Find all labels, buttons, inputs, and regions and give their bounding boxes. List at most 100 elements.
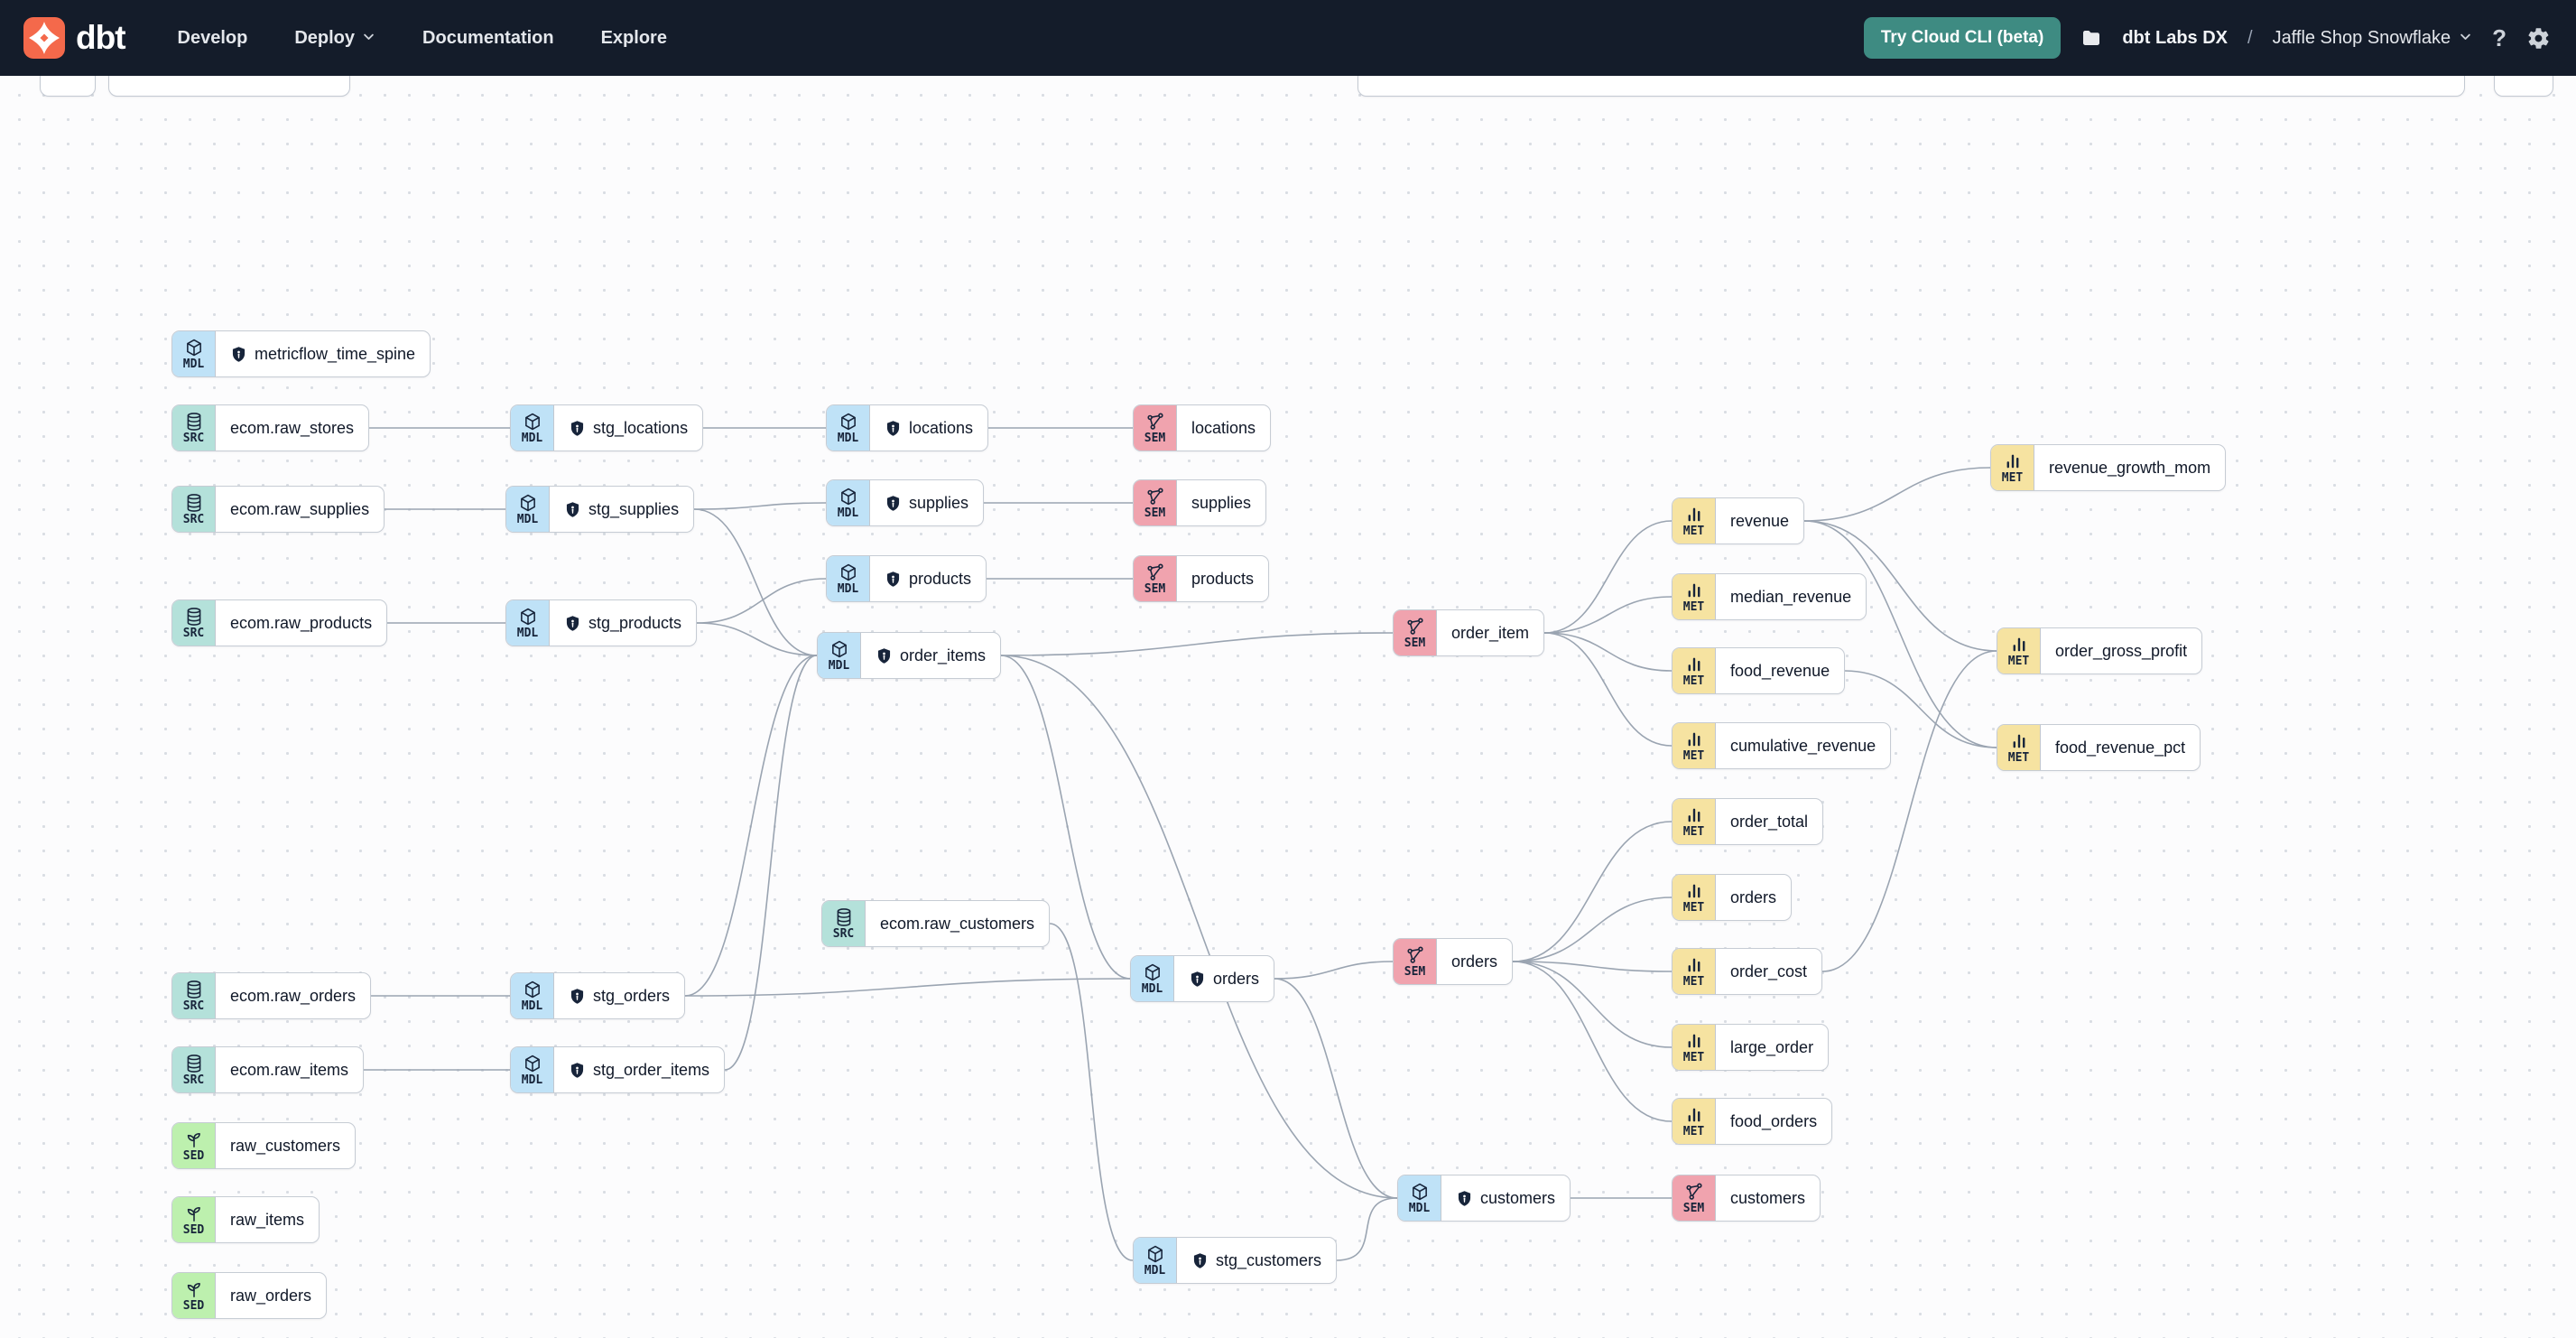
graph-node-seed_raw_orders[interactable]: SED raw_orders <box>171 1272 328 1319</box>
node-name: ecom.raw_orders <box>230 986 357 1005</box>
node-body: ecom.raw_orders <box>216 973 370 1018</box>
menu-item-deploy[interactable]: Deploy <box>294 28 375 49</box>
seed-sprout-icon <box>184 1129 204 1149</box>
graph-node-stg_supplies[interactable]: MDL stg_supplies <box>505 486 695 533</box>
node-name: orders <box>1213 969 1260 988</box>
node-type-badge: SED <box>172 1273 216 1318</box>
model-cube-icon <box>523 980 542 999</box>
node-type-badge: MDL <box>818 633 861 678</box>
node-type-label: SEM <box>1404 964 1426 979</box>
database-icon <box>184 980 204 999</box>
gear-icon[interactable] <box>2526 26 2551 51</box>
node-body: stg_order_items <box>554 1047 724 1092</box>
node-body: raw_orders <box>216 1273 326 1318</box>
graph-node-met_food_revenue_pct[interactable]: MET food_revenue_pct <box>1997 724 2201 771</box>
node-body: cumulative_revenue <box>1716 723 1890 768</box>
shield-icon <box>1191 1252 1209 1269</box>
node-type-badge: MDL <box>1134 1238 1177 1283</box>
node-body: orders <box>1174 956 1274 1001</box>
node-name: stg_supplies <box>588 499 680 518</box>
node-name: ecom.raw_items <box>230 1060 349 1079</box>
node-body: food_revenue_pct <box>2041 725 2200 770</box>
node-type-label: MET <box>2007 750 2030 765</box>
main-menu: Develop Deploy Documentation Explore <box>178 28 667 49</box>
node-name: products <box>1191 569 1255 588</box>
node-body: order_items <box>861 633 1000 678</box>
node-type-label: MDL <box>516 512 539 526</box>
node-body: median_revenue <box>1716 574 1866 619</box>
node-type-label: MDL <box>516 626 539 640</box>
dbt-logo[interactable]: dbt <box>23 17 126 59</box>
breadcrumb-separator: / <box>2247 27 2253 48</box>
node-type-badge: SEM <box>1134 480 1177 525</box>
breadcrumb-project-dropdown[interactable]: Jaffle Shop Snowflake <box>2273 28 2473 49</box>
top-navbar: dbt Develop Deploy Documentation Explore… <box>0 0 2576 76</box>
breadcrumb-account[interactable]: dbt Labs DX <box>2122 27 2228 48</box>
node-name: orders <box>1730 887 1777 906</box>
semantic-share-icon <box>1405 945 1425 965</box>
node-type-badge: MET <box>1673 949 1716 994</box>
graph-node-src_raw_orders[interactable]: SRC ecom.raw_orders <box>171 972 372 1019</box>
node-type-label: MDL <box>837 431 859 445</box>
metric-chart-icon <box>2009 635 2029 655</box>
model-cube-icon <box>1143 962 1163 982</box>
node-body: orders <box>1716 875 1791 920</box>
menu-item-documentation[interactable]: Documentation <box>422 27 554 48</box>
node-name: ecom.raw_supplies <box>230 499 370 518</box>
node-name: ecom.raw_products <box>230 613 373 632</box>
menu-item-explore[interactable]: Explore <box>600 27 667 48</box>
node-body: revenue <box>1716 498 1803 544</box>
node-type-label: SRC <box>182 999 205 1013</box>
node-type-badge: SED <box>172 1197 216 1242</box>
node-type-label: MDL <box>521 431 543 445</box>
try-cloud-cli-button[interactable]: Try Cloud CLI (beta) <box>1863 17 2062 59</box>
node-name: large_order <box>1730 1037 1814 1056</box>
node-name: raw_orders <box>230 1286 312 1305</box>
menu-item-develop[interactable]: Develop <box>177 27 248 48</box>
model-cube-icon <box>1145 1244 1165 1264</box>
help-icon[interactable]: ? <box>2492 23 2507 51</box>
node-type-badge: SEM <box>1394 939 1437 984</box>
node-type-label: MET <box>2007 654 2030 668</box>
semantic-share-icon <box>1405 617 1425 636</box>
node-type-label: MDL <box>837 581 859 596</box>
node-type-label: SEM <box>1144 506 1166 520</box>
